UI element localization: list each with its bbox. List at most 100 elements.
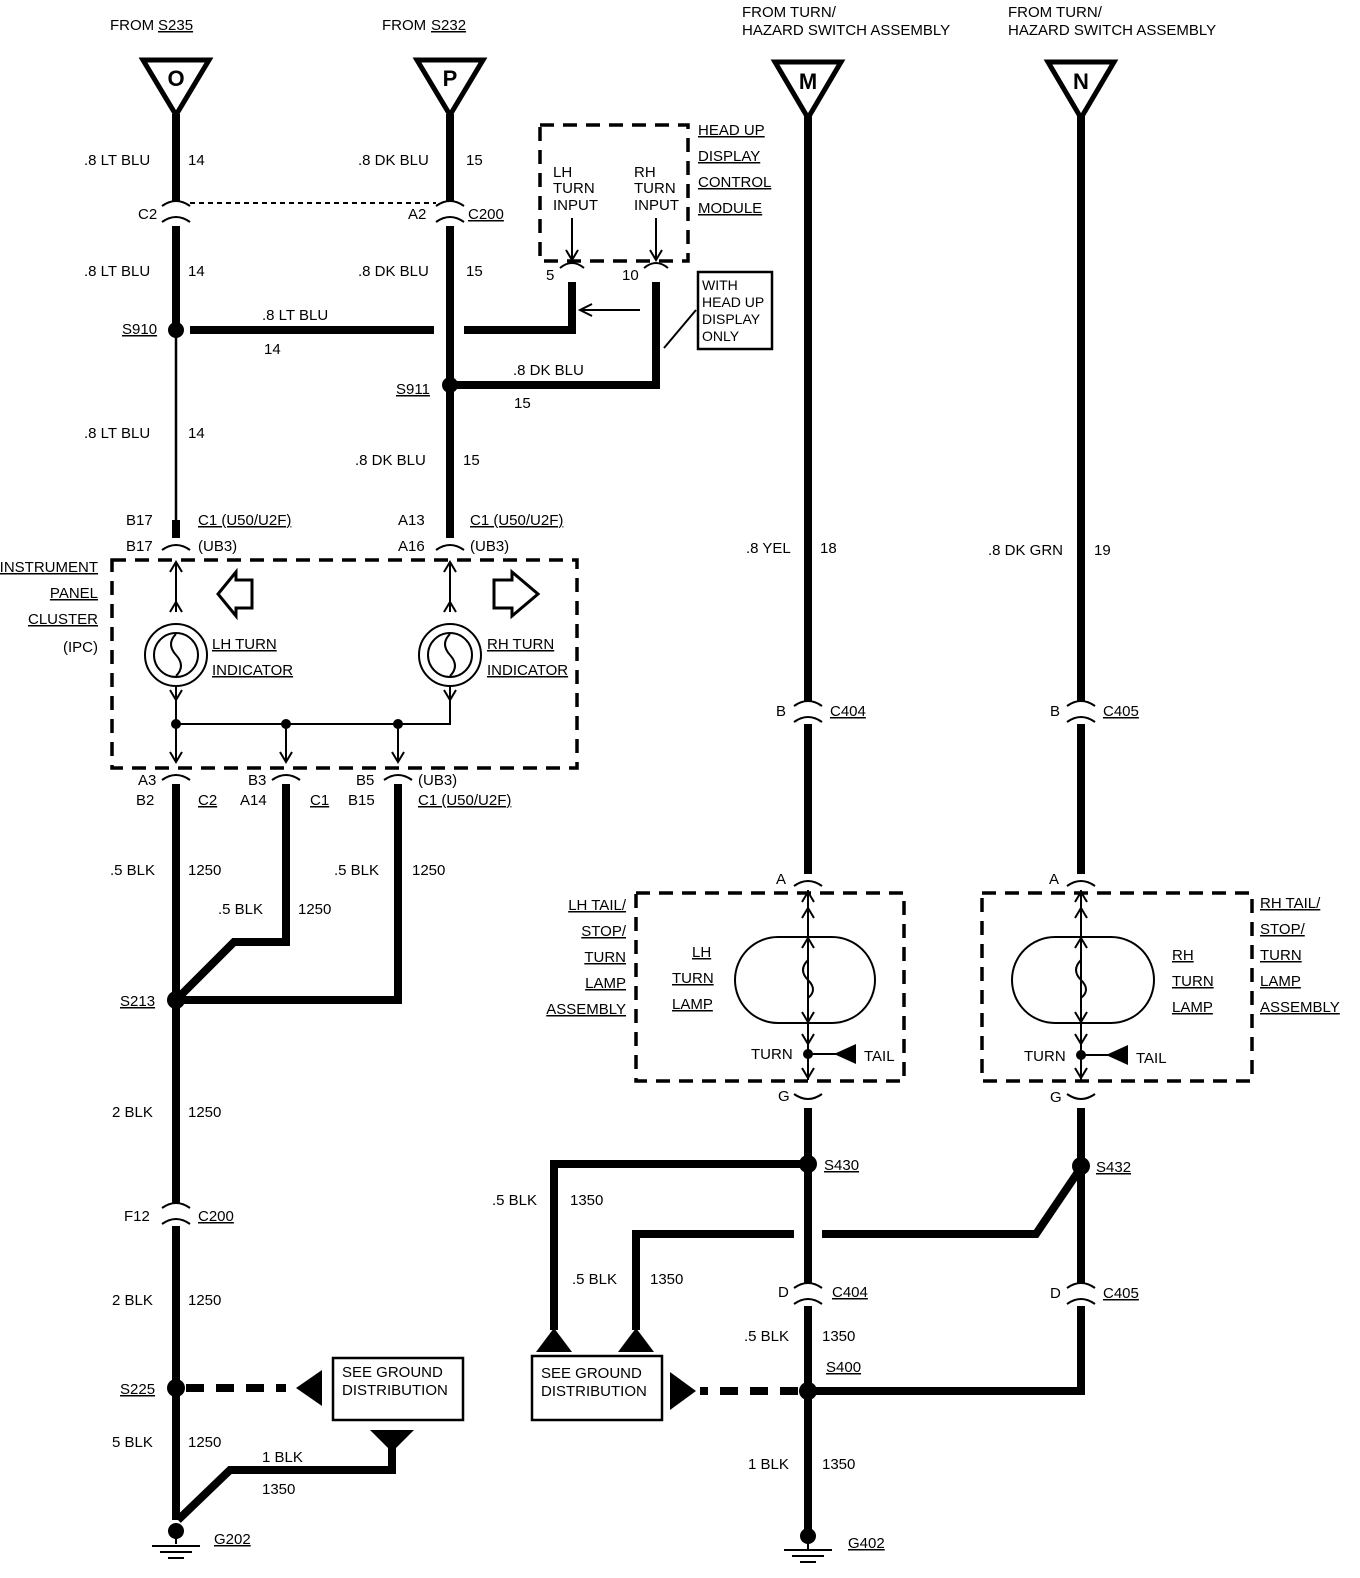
arrow-up-icon: [169, 600, 183, 613]
ground-dist-left-1: SEE GROUND: [342, 1364, 443, 1381]
arrow-left-solid-icon: [834, 1044, 856, 1064]
ipc-out-b-pin1: B3: [248, 772, 266, 789]
arrow-up-icon: [801, 890, 815, 903]
connector-arc-icon: [559, 262, 585, 269]
connector-arc-icon: [793, 1093, 823, 1100]
wire-o-mid-circuit: 14: [188, 263, 205, 280]
ground-dist-left-box: [331, 1356, 465, 1422]
connector-c405-top-pin: B: [1050, 703, 1060, 720]
rh-lamp-turn: TURN: [1024, 1048, 1066, 1065]
wire-gnd-mid1-gauge: .5 BLK: [218, 901, 263, 918]
connector-triangle-n: [1043, 59, 1119, 123]
connector-c2-top: C2: [138, 200, 191, 223]
source-m: FROM TURN/ HAZARD SWITCH ASSEMBLY M: [742, 4, 950, 123]
connector-rh-lamp-out-pin: G: [1050, 1089, 1062, 1106]
wire-p-low-gauge: .8 DK BLU: [355, 452, 426, 469]
connector-arc-icon: [161, 1202, 191, 1209]
splice-s432-dot: [1072, 1157, 1090, 1175]
connector-arc-icon: [271, 774, 301, 781]
connector-lh-lamp-out-pin: G: [778, 1088, 790, 1105]
hud-note-2: HEAD UP: [702, 294, 764, 310]
source-p-letter: P: [443, 66, 458, 91]
splice-s213-dot: [167, 991, 185, 1009]
wire-s910-branch-b: [464, 282, 576, 334]
wire-s432-left-circuit: 1350: [650, 1271, 683, 1288]
splice-s213: S213: [120, 993, 155, 1010]
lh-lamp-box: [634, 891, 906, 1083]
ground-dist-right-1: SEE GROUND: [541, 1365, 642, 1382]
wire-gnd-left1-gauge: .5 BLK: [110, 862, 155, 879]
filament-icon: [444, 633, 456, 677]
ipc-in-right-ref2: (UB3): [470, 538, 509, 555]
hud-lh-2: TURN: [553, 180, 595, 197]
wire-s400-down-gauge: 1 BLK: [748, 1456, 789, 1473]
splice-s911: S911: [396, 381, 430, 398]
arrow-down-icon: [565, 249, 579, 262]
bulb-inner-icon: [427, 632, 473, 678]
rh-lamp-inner-2: TURN: [1172, 973, 1214, 990]
source-o: FROM S235 O: [110, 17, 214, 120]
ground-g202: G202: [214, 1531, 251, 1548]
splice-s430: S430: [824, 1157, 859, 1174]
arrow-down-icon: [801, 1067, 815, 1080]
rh-tail-stop-turn-lamp-assembly: RH TAIL/ STOP/ TURN LAMP ASSEMBLY RH TUR…: [980, 890, 1340, 1106]
bulb-inner-icon: [153, 632, 199, 678]
connector-c404-low-pin: D: [778, 1284, 789, 1301]
wire-s430-left-circuit: 1350: [570, 1192, 603, 1209]
wire-gnd-right: [182, 784, 402, 1004]
splice-s430-dot: [799, 1155, 817, 1173]
ipc-ground-bus: [176, 700, 451, 725]
rh-lamp-tail: TAIL: [1136, 1050, 1167, 1067]
hud-title-2: DISPLAY: [698, 148, 760, 165]
wire-p-top-gauge: .8 DK BLU: [358, 152, 429, 169]
left-ground-circuit: .5 BLK 1250 .5 BLK 1250 .5 BLK 1250 S213…: [110, 784, 445, 1559]
wire-gnd-s213-circuit: 1250: [188, 1104, 221, 1121]
connector-c405-top-ref: C405: [1103, 703, 1139, 720]
splice-s400: S400: [826, 1359, 861, 1376]
ground-dist-right-box: [530, 1354, 664, 1422]
wire-gnd-1blk: [175, 1440, 396, 1523]
wire-gnd-1blk-circuit: 1350: [262, 1481, 295, 1498]
filament-icon: [1075, 959, 1087, 999]
ipc-out-a-pin1: A3: [138, 772, 156, 789]
ipc-output-connectors: A3 B2 C2 B3 A14 C1 B5 B15 (UB3) C1 (U50/…: [136, 772, 511, 809]
connector-arc-icon: [1066, 880, 1096, 887]
hud-title-1: HEAD UP: [698, 122, 765, 139]
arrow-up-solid-icon: [536, 1328, 572, 1352]
connector-arc-icon: [1066, 700, 1096, 707]
connector-arc-icon: [161, 1218, 191, 1225]
wire-s911-branch: [456, 282, 660, 389]
source-p-ref: S232: [431, 17, 466, 34]
ipc-out-c-pin2: B15: [348, 792, 375, 809]
wire-gnd-mid: [177, 784, 290, 999]
connector-arc-icon: [435, 216, 465, 223]
lh-lamp-tail: TAIL: [864, 1048, 895, 1065]
filament-icon: [170, 633, 182, 677]
connector-c404-low-ref: C404: [832, 1284, 868, 1301]
source-o-from: FROM: [110, 17, 154, 34]
connector-c200-low-pin: F12: [124, 1208, 150, 1225]
circuit-m: .8 YEL 18 B C404 A: [746, 116, 866, 888]
rh-lamp-inner-1: RH: [1172, 947, 1194, 964]
wire-o-low-circuit: 14: [188, 425, 205, 442]
arrow-down-icon: [279, 751, 293, 764]
wire-gnd-left1-circuit: 1250: [188, 862, 221, 879]
wire-o-mid-gauge: .8 LT BLU: [84, 263, 150, 280]
lh-lamp-inner-3: LAMP: [672, 996, 713, 1013]
source-n: FROM TURN/ HAZARD SWITCH ASSEMBLY N: [1008, 4, 1216, 123]
connector-arc-icon: [161, 216, 191, 223]
arrow-up-icon: [801, 906, 815, 919]
connector-rh-lamp-in-pin: A: [1049, 871, 1059, 888]
ipc-out-c-ref2: C1 (U50/U2F): [418, 792, 511, 809]
lh-lamp-inner-2: TURN: [672, 970, 714, 987]
connector-arc-icon: [383, 774, 413, 781]
hud-lh-1: LH: [553, 164, 572, 181]
hud-lh-3: INPUT: [553, 197, 598, 214]
arrow-down-icon: [391, 751, 405, 764]
arrow-right-solid-icon: [670, 1372, 696, 1410]
source-o-letter: O: [167, 66, 184, 91]
ipc-lh-1: LH TURN: [212, 636, 277, 653]
wire-gnd-c200-circuit: 1250: [188, 1292, 221, 1309]
rh-lamp-title-4: LAMP: [1260, 973, 1301, 990]
connector-arc-icon: [1066, 1093, 1096, 1100]
